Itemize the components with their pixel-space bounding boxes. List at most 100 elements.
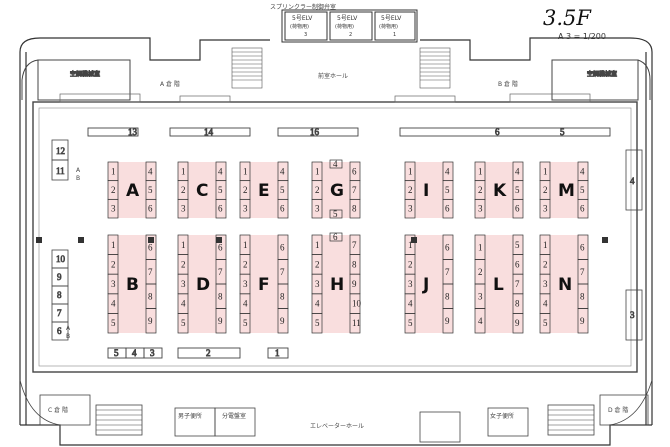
- booth-number: 4: [315, 299, 320, 309]
- booth-cell[interactable]: [512, 198, 524, 219]
- left-col-label: 6: [57, 326, 62, 336]
- strip-label: 5: [560, 127, 565, 137]
- booth-cell[interactable]: [474, 198, 486, 219]
- booth-cell[interactable]: [329, 209, 343, 219]
- booth-cell[interactable]: [145, 308, 157, 334]
- hall-top-label: 前室ホール: [318, 72, 348, 80]
- booth-cell[interactable]: [311, 198, 323, 219]
- booth-cell[interactable]: [577, 198, 589, 219]
- elevator: 5号ELV (荷物用) 1: [374, 11, 416, 41]
- booth-number: 6: [352, 166, 357, 176]
- booth-number: 3: [408, 204, 413, 214]
- right-label: 4: [630, 176, 635, 186]
- booth-number: 5: [315, 318, 320, 328]
- block-letter: B: [126, 275, 139, 295]
- booth-cell[interactable]: [512, 313, 524, 334]
- booth-number: 5: [280, 185, 285, 195]
- booth-cell[interactable]: [329, 159, 343, 169]
- booth-number: 7: [148, 267, 153, 277]
- booth-number: 1: [543, 166, 548, 176]
- booth-number: 7: [218, 267, 223, 277]
- booth-number: 3: [543, 279, 548, 289]
- booth-cell[interactable]: [577, 308, 589, 334]
- machine-room-right: 空調機械室: [551, 59, 651, 101]
- men-wc-label: 男子便所: [178, 412, 202, 420]
- booth-number: 7: [352, 240, 357, 250]
- booth-number: 3: [243, 204, 248, 214]
- booth-cell[interactable]: [239, 198, 251, 219]
- booth-number: 4: [148, 166, 153, 176]
- stair-top-right: [419, 47, 451, 89]
- booth-number: 5: [111, 318, 116, 328]
- booth-cell[interactable]: [239, 313, 251, 334]
- booth-number: 5: [181, 318, 186, 328]
- elevator-label: 5号ELV: [381, 15, 402, 22]
- booth-number: 1: [243, 240, 248, 250]
- block-shade: [178, 162, 226, 218]
- booth-number: 8: [352, 204, 357, 214]
- booth-cell[interactable]: [177, 313, 189, 334]
- booth-cell[interactable]: [177, 198, 189, 219]
- elevator-label: 5号ELV: [292, 15, 313, 22]
- booth-number: 8: [148, 291, 153, 301]
- booth-number: 6: [580, 242, 585, 252]
- block-letter: A: [126, 181, 140, 201]
- booth-cell[interactable]: [539, 198, 551, 219]
- booth-number: 6: [218, 204, 223, 214]
- elevator-hall-label: エレベーターホール: [310, 422, 364, 430]
- booth-number: 9: [580, 316, 585, 326]
- booth-cell[interactable]: [404, 313, 416, 334]
- elevator: 5号ELV (荷物用) 2: [329, 11, 373, 41]
- booth-cell[interactable]: [277, 198, 289, 219]
- booth-cell[interactable]: [329, 232, 343, 242]
- booth-number: 6: [515, 204, 520, 214]
- booth-number: 2: [543, 185, 548, 195]
- booth-cell[interactable]: [442, 308, 454, 334]
- booth-number: 6: [148, 204, 153, 214]
- booth-number: 8: [280, 291, 285, 301]
- booth-cell[interactable]: [107, 313, 119, 334]
- booth-cell[interactable]: [311, 313, 323, 334]
- booth-cell[interactable]: [107, 198, 119, 219]
- d-stair-label: D 倉 階: [608, 406, 628, 414]
- booth-number: 1: [478, 166, 483, 176]
- booth-number: 3: [478, 291, 483, 301]
- strip-label: 14: [204, 127, 214, 137]
- booth-cell[interactable]: [145, 198, 157, 219]
- booth-cell[interactable]: [215, 308, 227, 334]
- booth-cell[interactable]: [474, 308, 486, 334]
- block-letter: L: [493, 275, 504, 295]
- booth-cell[interactable]: [349, 198, 361, 219]
- bottom-service-area: [19, 379, 653, 443]
- booth-number: 8: [515, 299, 520, 309]
- booth-cell[interactable]: [277, 308, 289, 334]
- booth-number: 4: [543, 299, 548, 309]
- booth-cell[interactable]: [442, 198, 454, 219]
- booth-cell[interactable]: [349, 313, 361, 334]
- booth-number: 1: [181, 240, 186, 250]
- booth-cell[interactable]: [404, 198, 416, 219]
- booth-number: 6: [218, 242, 223, 252]
- room-label: 空調機械室: [70, 70, 100, 78]
- women-wc-label: 女子便所: [490, 412, 514, 420]
- booth-cell[interactable]: [215, 198, 227, 219]
- booth-cell[interactable]: [539, 313, 551, 334]
- left-column-booths: 12 11 10 9 8 7 6: [51, 139, 69, 341]
- booth-number: 5: [333, 209, 338, 219]
- booth-number: 6: [445, 204, 450, 214]
